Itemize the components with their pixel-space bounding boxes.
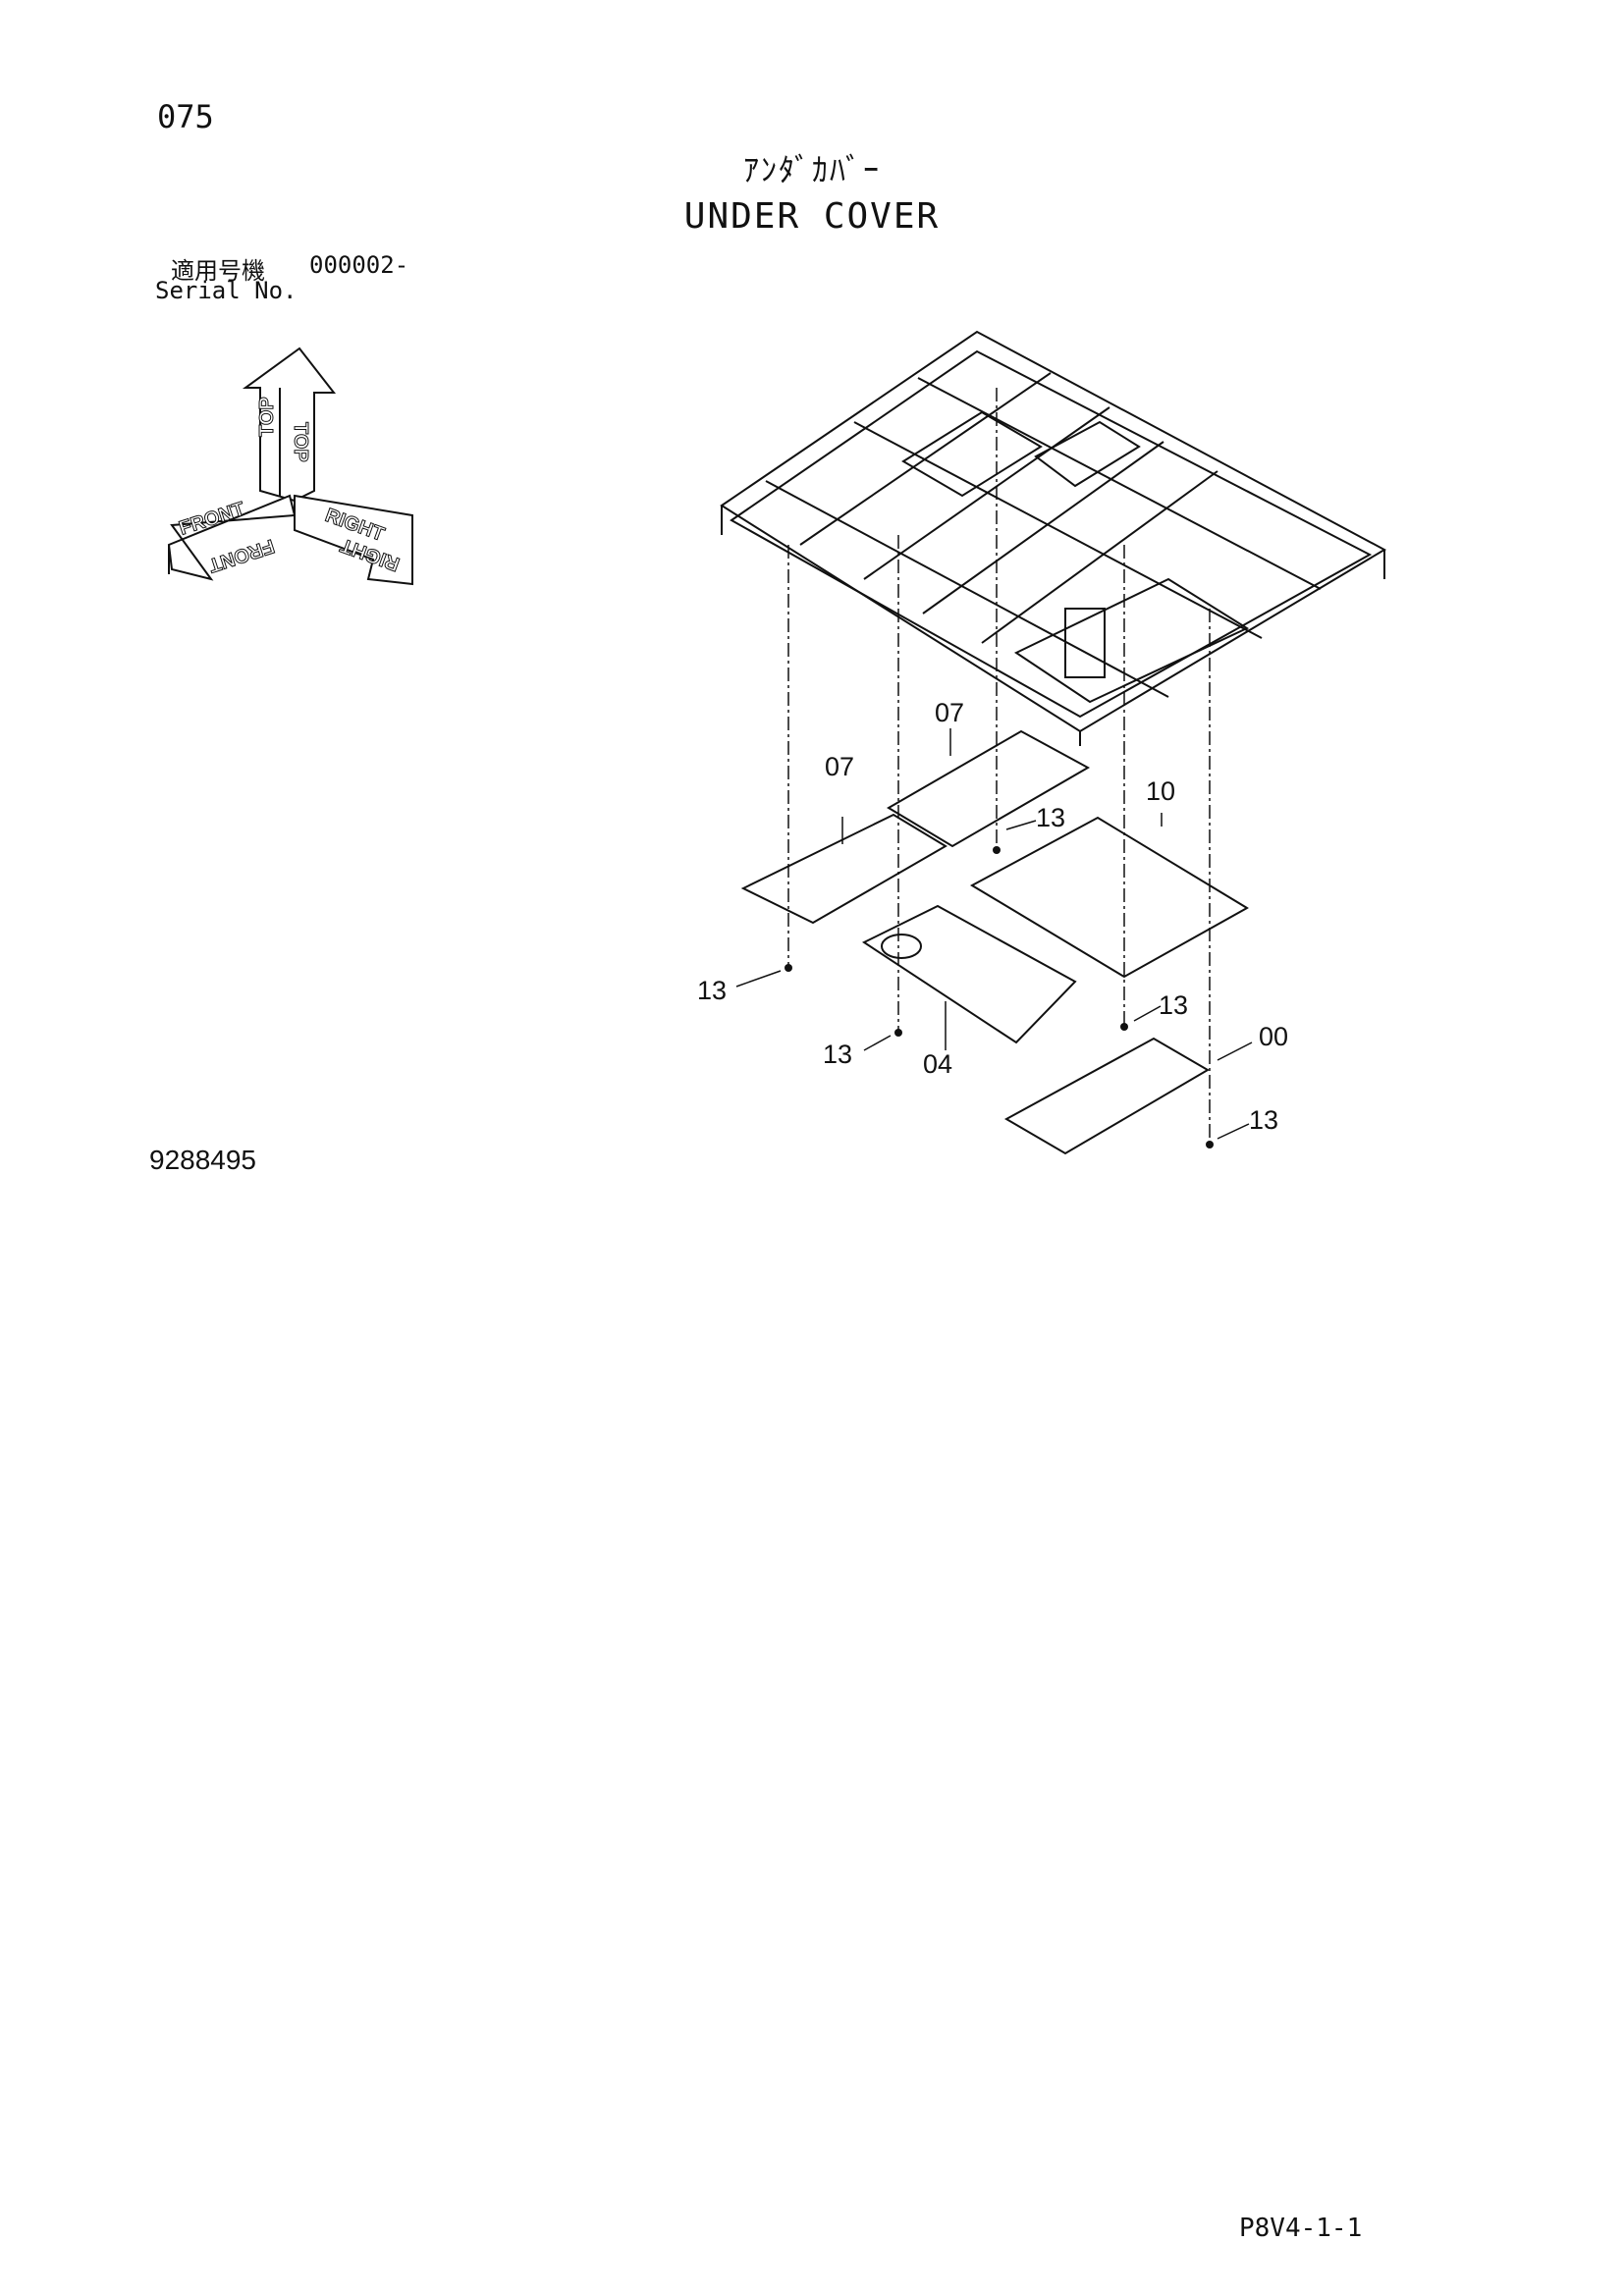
page-title: UNDER COVER [683,196,941,237]
panel-00 [1003,1037,1210,1155]
bolt-icon [1206,1141,1214,1148]
callout-13b: 13 [697,976,727,1005]
bolt-icon [993,846,1001,854]
orientation-indicator: TOP TOP FRONT FRONT RIGHT RIGHT [167,347,413,586]
footer-code: P8V4-1-1 [1239,2214,1363,2243]
front-arrow-label-2: FRONT [206,535,277,576]
leader-lines [787,388,1211,1144]
cover-panels [740,729,1249,1155]
bolt-icon [785,964,792,972]
callout-00: 00 [1259,1022,1288,1051]
upper-frame [720,330,1387,746]
front-arrow-label: FRONT [177,499,247,540]
serial-label: Serial No. [155,277,298,304]
callout-leaders [735,728,1253,1140]
top-arrow-label-2: TOP [256,397,278,437]
page-number: 075 [157,98,214,135]
callout-07b: 07 [935,698,964,727]
callout-10: 10 [1146,776,1175,806]
callout-04: 04 [923,1049,952,1079]
callout-13d: 13 [1159,990,1188,1020]
bolt-icon [894,1029,902,1037]
callout-13e: 13 [1249,1105,1278,1135]
page-title-jp: ｱﾝﾀﾞｶﾊﾞｰ [742,151,881,188]
serial-label-jp: 適用号機 [171,257,265,285]
panel-10 [969,816,1249,979]
callout-13a: 13 [1036,803,1065,832]
top-arrow-label: TOP [290,422,311,462]
serial-value: 000002- [309,251,409,279]
callout-13c: 13 [823,1040,852,1069]
panel-07a [740,813,947,925]
part-number: 9288495 [149,1145,257,1175]
bolt-icon [1120,1023,1128,1031]
callout-07a: 07 [825,752,854,781]
bolt-markers [785,846,1214,1148]
panel-07b [887,729,1091,848]
